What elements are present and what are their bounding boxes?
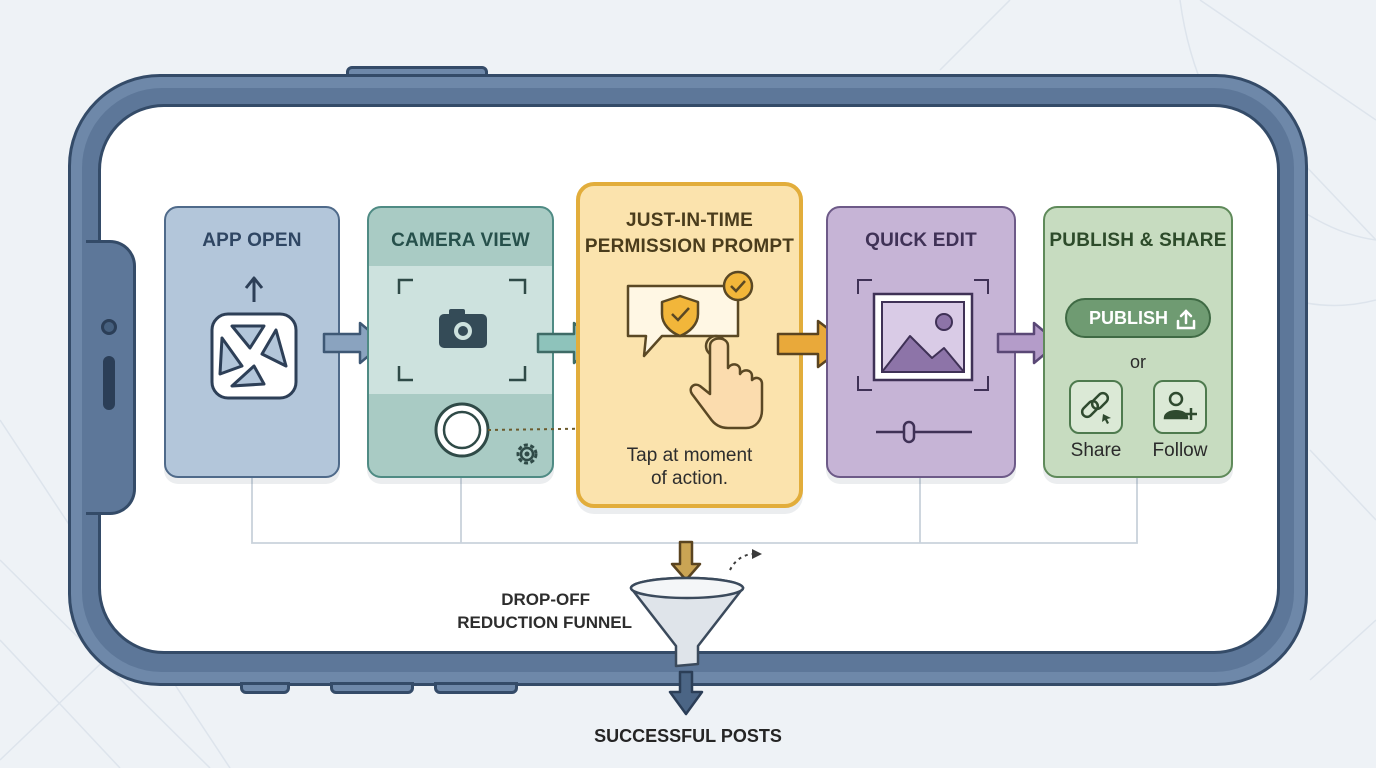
add-user-icon — [1163, 391, 1197, 420]
stage-card-quick-edit: QUICK EDIT — [826, 206, 1016, 478]
upload-icon — [1176, 309, 1196, 330]
stage-card-app-open: APP OPEN — [164, 206, 340, 478]
caption-line-2: of action. — [650, 468, 729, 489]
front-camera-icon — [101, 319, 117, 335]
share-label: Share — [1070, 440, 1122, 461]
stage-title: QUICK EDIT — [865, 230, 977, 251]
gear-icon — [516, 443, 538, 465]
shutter-app-icon — [210, 276, 298, 400]
stage-title: PUBLISH & SHARE — [1049, 230, 1227, 251]
stage-title: JUST-IN-TIME PERMISSION PROMPT — [580, 208, 799, 260]
phone-bottom-button-3 — [434, 682, 518, 694]
or-separator: or — [1129, 352, 1146, 372]
image-editor-illustration — [857, 279, 989, 444]
phone-bottom-button-2 — [330, 682, 414, 694]
camera-icon — [439, 309, 487, 348]
camera-viewfinder — [397, 278, 538, 465]
share-button[interactable] — [1069, 380, 1123, 434]
funnel-icon — [629, 576, 745, 668]
stage-title: CAMERA VIEW — [391, 230, 530, 251]
permission-caption: Tap at moment of action. — [580, 444, 799, 490]
stage-card-camera-view: CAMERA VIEW — [367, 206, 554, 478]
tap-hand-icon — [689, 334, 764, 430]
arrow-down-icon — [668, 670, 704, 716]
funnel-label-line-1: DROP-OFF — [501, 590, 590, 609]
shield-check-icon — [660, 294, 700, 338]
caption-line-1: Tap at moment — [626, 445, 753, 466]
publish-button[interactable]: PUBLISH — [1065, 298, 1211, 338]
phone-bottom-button-1 — [240, 682, 290, 694]
stage-title-line-1: JUST-IN-TIME — [626, 210, 753, 231]
publish-label: PUBLISH — [1089, 308, 1169, 328]
permission-dialog-illustration — [626, 270, 764, 430]
edit-slider — [876, 420, 972, 444]
drop-off-funnel — [629, 540, 762, 716]
funnel-label: DROP-OFF REDUCTION FUNNEL — [420, 588, 632, 634]
follow-label: Follow — [1152, 440, 1208, 461]
follow-button[interactable] — [1153, 380, 1207, 434]
stage-title-line-2: PERMISSION PROMPT — [584, 236, 795, 257]
check-circle-icon — [722, 270, 754, 302]
arrow-down-icon — [670, 540, 702, 582]
successful-posts-label: SUCCESSFUL POSTS — [594, 726, 782, 746]
image-icon — [872, 292, 974, 382]
link-icon — [1080, 391, 1111, 424]
funnel-label-line-2: REDUCTION FUNNEL — [457, 613, 632, 632]
stage-card-permission-prompt: JUST-IN-TIME PERMISSION PROMPT Tap at mo… — [576, 182, 803, 508]
dropoff-dotted-arrow — [729, 553, 755, 571]
stage-card-publish-share: PUBLISH & SHARE PUBLISH or Share — [1043, 206, 1233, 478]
speaker-slot — [103, 356, 115, 410]
stage-title: APP OPEN — [202, 230, 302, 251]
